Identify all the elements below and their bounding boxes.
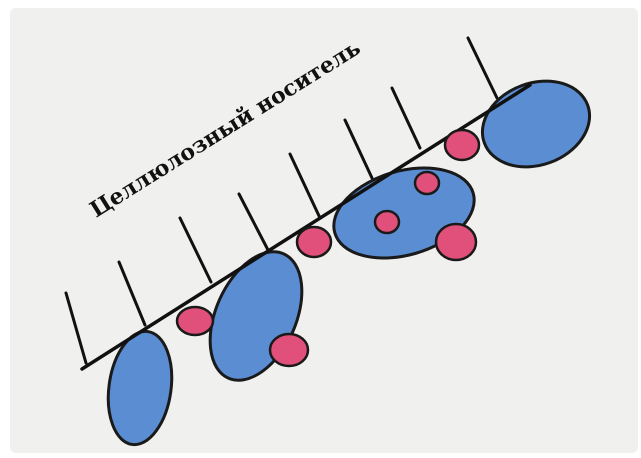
- pink-molecule: [375, 211, 399, 233]
- pink-molecule: [445, 130, 479, 160]
- pink-molecule: [177, 307, 213, 335]
- pink-molecule: [415, 172, 439, 194]
- pink-molecule: [436, 224, 476, 260]
- pink-molecule: [297, 227, 331, 257]
- pink-molecule: [270, 334, 308, 366]
